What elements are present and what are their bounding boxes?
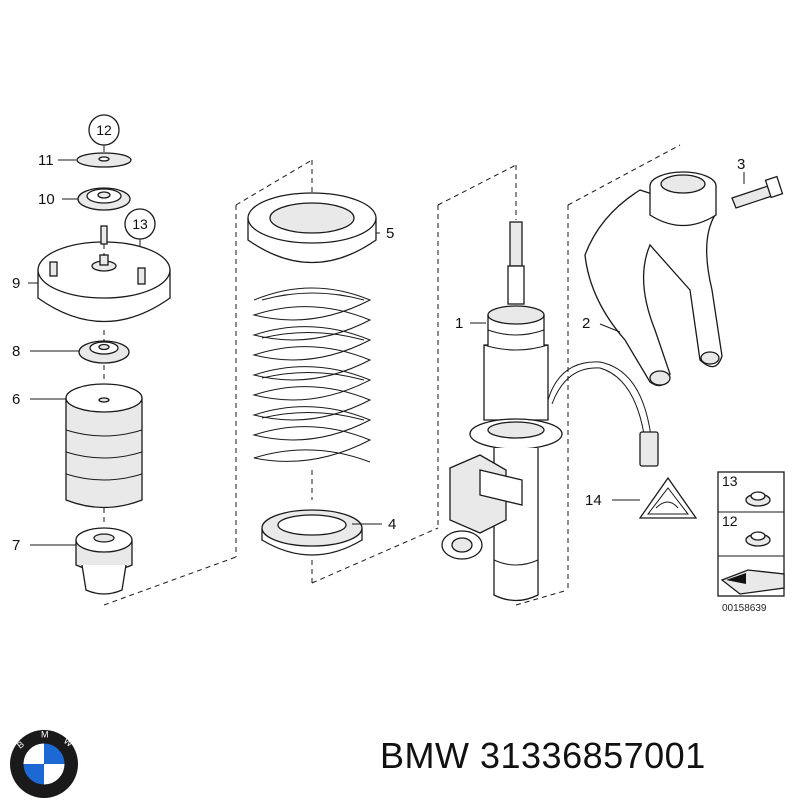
callout-12-circle: 12	[88, 114, 120, 152]
warning-label-14: 14	[585, 476, 698, 519]
drawing-number: 00158639	[722, 603, 767, 614]
part-number-caption: BMW 31336857001	[380, 735, 706, 776]
callout-3: 3	[737, 156, 745, 173]
left-stack: 12 11 10 13	[12, 114, 171, 595]
upper-spring-seat-5: 5	[247, 192, 394, 264]
nut-12-icon	[745, 531, 771, 547]
legend-13: 13	[722, 473, 738, 489]
callout-4: 4	[388, 516, 396, 533]
callout-9: 9	[12, 275, 20, 292]
callout-10: 10	[38, 191, 55, 208]
coil-spring	[252, 287, 372, 463]
callout-8: 8	[12, 343, 20, 360]
frame-middle	[311, 164, 517, 584]
callout-11: 11	[38, 152, 54, 169]
callout-14: 14	[585, 492, 602, 509]
callout-1: 1	[455, 315, 463, 332]
spring-column: 5 4	[247, 160, 396, 583]
bolt-3: 3	[731, 156, 784, 209]
callout-2: 2	[582, 315, 590, 332]
nut-13-icon	[745, 491, 771, 507]
bmw-arrow-icon	[720, 569, 785, 595]
callout-13-circle: 13	[124, 208, 156, 255]
shock-absorber-1: 1	[441, 305, 563, 602]
bmw-logo: B M W	[10, 730, 78, 798]
sensor-wire	[547, 361, 659, 467]
callout-5: 5	[386, 225, 394, 242]
callout-12: 12	[96, 122, 112, 138]
svg-text:B: B	[15, 739, 26, 751]
callout-7: 7	[12, 537, 20, 554]
top-mount-9: 9	[12, 225, 171, 323]
callout-6: 6	[12, 391, 20, 408]
bearing-10: 10	[38, 187, 131, 211]
bump-stop-7: 7	[12, 527, 133, 595]
strut-knuckle-2: 2	[582, 171, 723, 387]
legend-12: 12	[722, 513, 738, 529]
callout-13: 13	[132, 216, 148, 232]
washer-11: 11	[38, 152, 132, 169]
strut-column: 1	[441, 165, 659, 602]
nut-8: 8	[12, 340, 130, 364]
frame-left	[103, 159, 313, 606]
dust-boot-6: 6	[12, 383, 143, 509]
lower-spring-seat-4: 4	[261, 509, 396, 556]
legend-box: 13 12 00158639	[717, 471, 785, 614]
frame-right	[515, 144, 681, 606]
svg-text:M: M	[41, 730, 49, 740]
